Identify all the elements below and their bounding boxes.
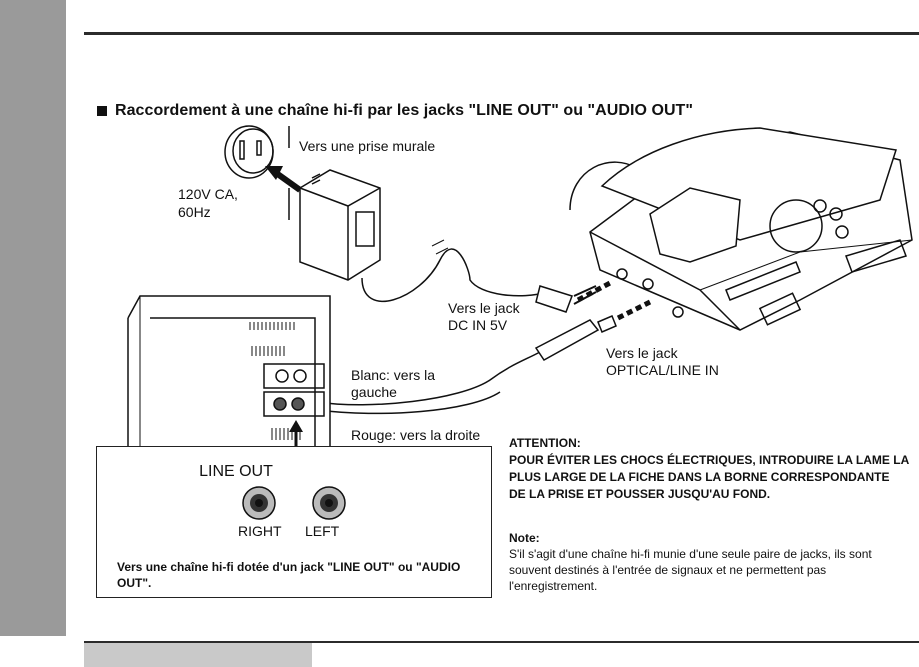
attention-body: POUR ÉVITER LES CHOCS ÉLECTRIQUES, INTRO… — [509, 453, 909, 501]
label-white-1: Blanc: vers la — [351, 367, 436, 383]
wall-outlet-illustration — [224, 125, 290, 220]
note-body: S'il s'agit d'une chaîne hi-fi munie d'u… — [509, 547, 872, 593]
line-out-callout: LINE OUT RIGHT LEFT Vers une chaîne hi-f… — [96, 446, 492, 598]
attention-block: ATTENTION: POUR ÉVITER LES CHOCS ÉLECTRI… — [509, 435, 909, 503]
callout-description: Vers une chaîne hi-fi dotée d'un jack "L… — [117, 560, 461, 590]
label-voltage-1: 120V CA, — [178, 186, 238, 202]
side-tab — [0, 0, 66, 636]
note-block: Note: S'il s'agit d'une chaîne hi-fi mun… — [509, 530, 909, 594]
note-title: Note: — [509, 531, 540, 545]
section-heading: Raccordement à une chaîne hi-fi par les … — [115, 102, 694, 119]
footer-tab — [84, 643, 312, 667]
portable-player-illustration — [569, 127, 913, 331]
top-rule — [84, 32, 919, 35]
label-dc-jack-1: Vers le jack — [448, 300, 520, 316]
ac-adapter-illustration — [299, 169, 381, 281]
attention-title: ATTENTION: — [509, 436, 581, 450]
label-voltage-2: 60Hz — [178, 204, 211, 220]
callout-title: LINE OUT — [199, 463, 273, 480]
label-optical-1: Vers le jack — [606, 345, 678, 361]
left-jack-icon — [312, 486, 346, 520]
connection-diagram — [127, 125, 913, 446]
right-label: RIGHT — [238, 523, 282, 539]
jack-sockets — [242, 486, 346, 520]
label-wall-outlet: Vers une prise murale — [299, 138, 436, 154]
right-jack-icon — [242, 486, 276, 520]
label-optical-2: OPTICAL/LINE IN — [606, 362, 719, 378]
left-label: LEFT — [305, 523, 340, 539]
hifi-unit-illustration — [127, 295, 331, 446]
bullet-square — [97, 106, 107, 116]
bottom-rule — [84, 641, 919, 643]
label-dc-jack-2: DC IN 5V — [448, 317, 508, 333]
label-white-2: gauche — [351, 384, 397, 400]
label-red: Rouge: vers la droite — [351, 427, 481, 443]
